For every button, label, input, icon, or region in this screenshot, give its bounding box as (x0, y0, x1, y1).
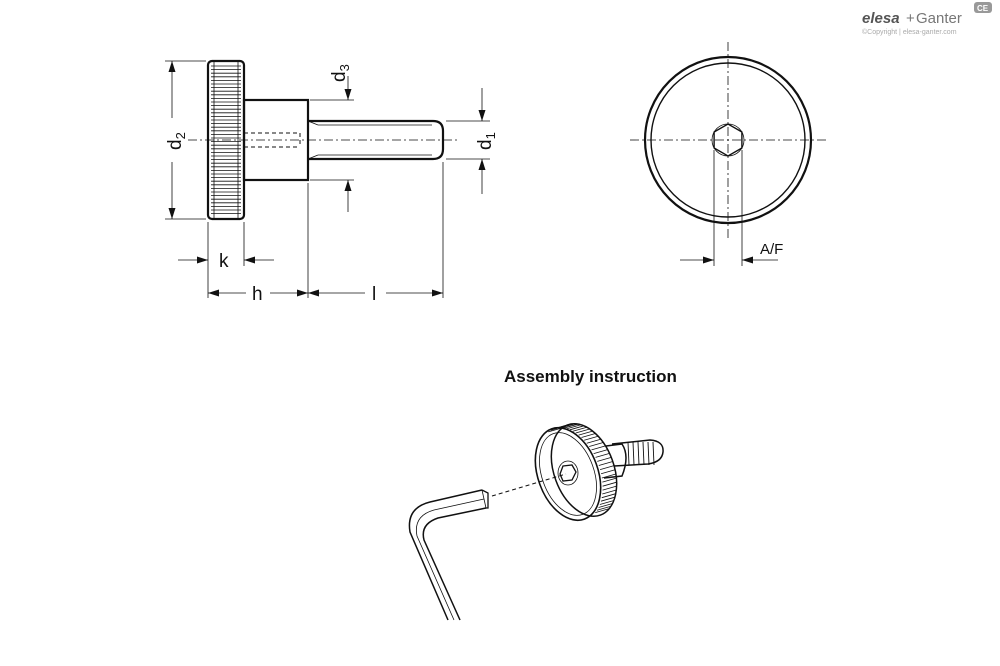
knurl-line (596, 505, 612, 511)
knurl-line (572, 426, 587, 432)
assembly-title: Assembly instruction (504, 367, 677, 386)
knurl-line (642, 441, 645, 466)
brand-plus: + (906, 10, 915, 27)
knurl-line (595, 508, 610, 514)
assembly-illustration (408, 422, 664, 621)
knurl-line (599, 465, 615, 470)
knurl-line (602, 485, 617, 491)
knurl-line (602, 477, 617, 483)
label-h: h (252, 284, 263, 305)
knurl-line (586, 438, 601, 444)
knurl-line (581, 433, 596, 438)
knurl-line (598, 503, 613, 508)
brand-elesa: elesa (862, 10, 900, 27)
brand-ganter: Ganter (916, 10, 962, 27)
knurl-line (601, 473, 616, 479)
label-l: l (372, 284, 376, 305)
knurl-pattern (211, 62, 241, 218)
knurl-line (602, 489, 617, 495)
knurl-line (647, 441, 650, 466)
knob-perspective-icon (534, 422, 664, 522)
knurl-line (601, 493, 616, 499)
knurl-line (593, 449, 608, 454)
knurl-line (566, 424, 582, 430)
label-d2: d2 (165, 132, 188, 150)
knurl-line (652, 441, 655, 466)
assembly-axis (491, 473, 567, 497)
copyright-text: ©Copyright | elesa-ganter.com (862, 28, 957, 36)
outer-knurl-circle (643, 55, 813, 225)
side-view: d2 d3 d1 k h (165, 59, 498, 305)
label-d3: d3 (329, 64, 352, 82)
knob-knurl-pattern (548, 423, 617, 514)
hex-key-icon (408, 489, 489, 621)
knurl-line (591, 445, 606, 451)
knurl-line (600, 469, 616, 475)
knurl-line (599, 500, 614, 505)
knurl-line (569, 425, 584, 431)
knob-hex-socket-icon (559, 464, 577, 482)
knurl-line (632, 441, 635, 466)
knurl-line (600, 496, 616, 502)
knurl-line (561, 423, 576, 429)
knurl-line (578, 430, 593, 436)
stud-thread-lines (627, 441, 655, 466)
brand-logo: elesa + Ganter CE ©Copyright | elesa-gan… (862, 2, 992, 36)
knurl-line (637, 441, 640, 466)
knob-front-face (534, 426, 602, 522)
ce-badge-text: CE (977, 4, 989, 13)
ce-badge-icon (974, 2, 992, 13)
knurl-line (598, 461, 613, 466)
label-d1: d1 (475, 132, 498, 150)
knurl-line (597, 457, 612, 462)
label-k: k (219, 251, 229, 272)
knurl-line (563, 423, 579, 429)
label-af: A/F (760, 241, 783, 258)
front-view: A/F (630, 42, 826, 266)
knurl-line (602, 481, 617, 487)
knurl-line (595, 453, 610, 458)
knurl-line (584, 435, 599, 441)
knurl-line (589, 442, 604, 447)
knurl-line (627, 441, 630, 466)
knurl-line (575, 428, 590, 434)
